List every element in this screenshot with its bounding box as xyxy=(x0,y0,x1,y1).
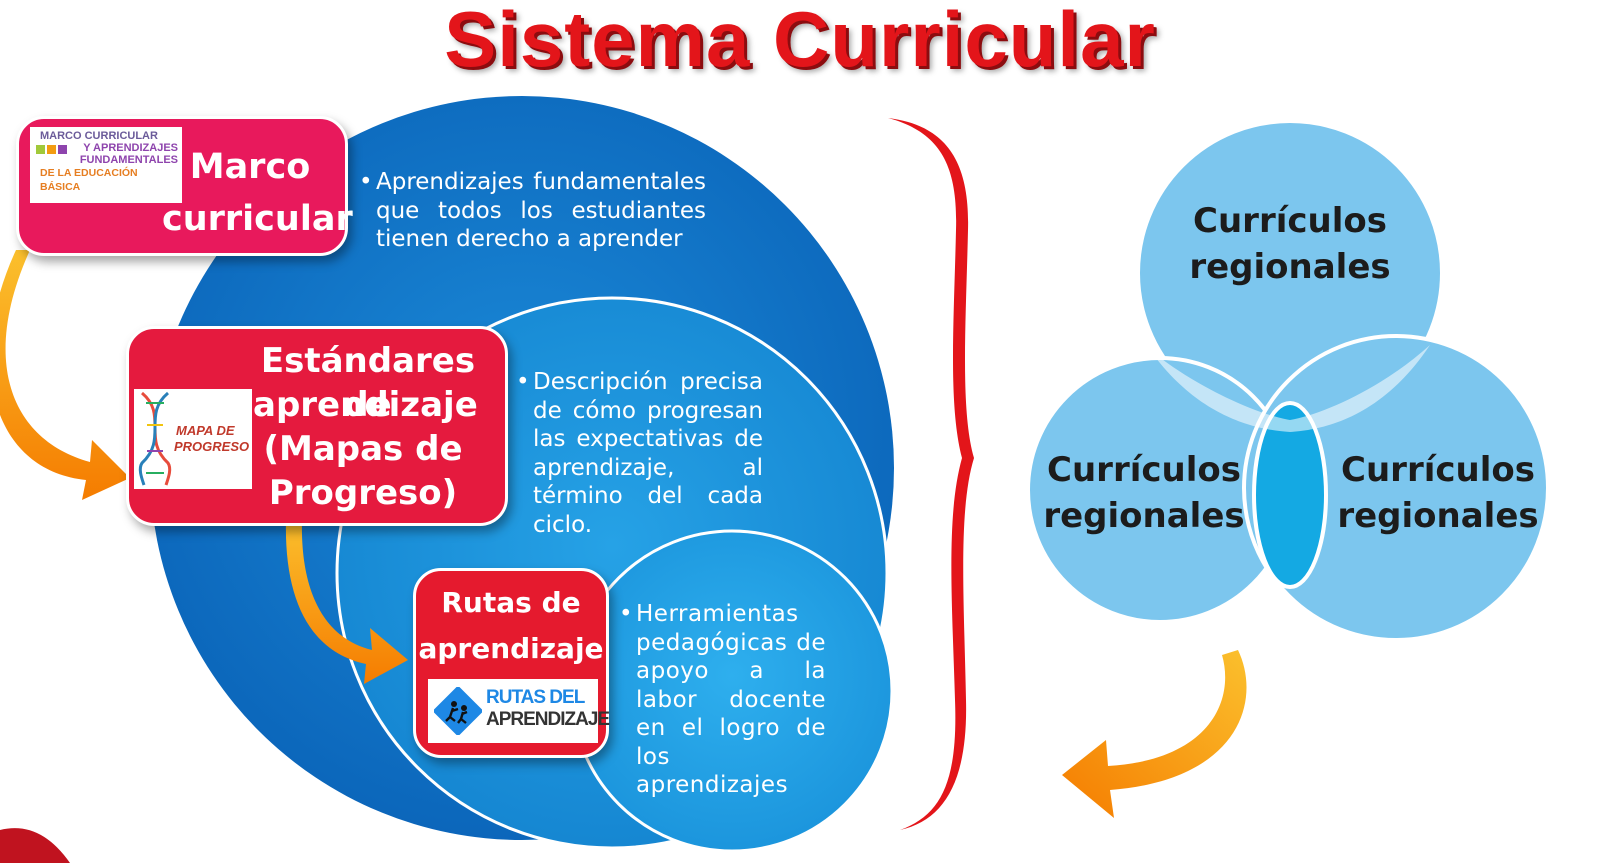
arrow-marco-to-estandares xyxy=(0,250,130,500)
logo-squares xyxy=(36,145,67,154)
logo-marco-line-3: FUNDAMENTALES xyxy=(79,154,178,166)
description-rutas: • Herramientas pedagógicas de apoyo a la… xyxy=(619,601,826,798)
label-rutas-line-2: aprendizaje xyxy=(418,632,604,665)
logo-rutas-line-2: APRENDIZAJE xyxy=(486,709,610,730)
label-estandares-line-1: Estándares de xyxy=(260,341,476,425)
venn-label-top: Currículos regionales xyxy=(1189,201,1391,287)
logo-marco-line-2: Y APRENDIZAJES xyxy=(83,142,178,154)
label-rutas-line-1: Rutas de xyxy=(441,586,581,619)
curly-brace xyxy=(888,118,974,830)
page-title: Sistema Curricular xyxy=(444,0,1156,83)
description-marco: • Aprendizajes fundamentales que todos l… xyxy=(359,169,706,252)
label-marco-line-2: curricular xyxy=(162,199,353,239)
bullet-icon: • xyxy=(516,369,530,395)
box-estandares: MAPA DE PROGRESO Estándares de aprendiza… xyxy=(126,326,508,526)
venn-overlap-top xyxy=(1150,345,1430,432)
arrow-venn-return xyxy=(1062,650,1247,818)
arrow-estandares-to-rutas xyxy=(285,520,408,684)
children-running-icon xyxy=(434,687,482,735)
label-estandares-line-4: Progreso) xyxy=(268,473,458,513)
logo-rutas-aprendizaje: RUTAS DEL APRENDIZAJE xyxy=(428,679,610,743)
logo-mapa-progreso: MAPA DE PROGRESO xyxy=(134,389,252,489)
logo-marco-curricular: MARCO CURRICULAR Y APRENDIZAJES FUNDAMEN… xyxy=(30,127,182,203)
bullet-icon: • xyxy=(619,601,634,627)
venn-label-left: Currículos regionales xyxy=(1043,450,1245,536)
logo-mapa-line-2: PROGRESO xyxy=(174,439,250,454)
bullet-icon: • xyxy=(359,169,373,195)
logo-mapa-line-1: MAPA DE xyxy=(176,423,235,438)
label-marco-line-1: Marco xyxy=(189,147,311,187)
label-estandares-line-2: aprendizaje xyxy=(253,385,478,425)
logo-marco-line-4: DE LA EDUCACIÓN BÁSICA xyxy=(40,167,138,193)
venn-label-right: Currículos regionales xyxy=(1337,450,1539,536)
label-estandares-line-3: (Mapas de xyxy=(263,429,463,469)
logo-marco-line-1: MARCO CURRICULAR xyxy=(40,130,158,142)
description-estandares: • Descripción precisa de cómo progresan … xyxy=(516,369,763,538)
corner-decoration xyxy=(0,828,70,863)
box-rutas: Rutas de aprendizaje RUTAS DEL APRENDIZA… xyxy=(413,568,610,758)
logo-rutas-line-1: RUTAS DEL xyxy=(486,687,585,708)
venn-overlap xyxy=(1252,401,1328,589)
dna-icon xyxy=(138,391,172,486)
box-marco-curricular: MARCO CURRICULAR Y APRENDIZAJES FUNDAMEN… xyxy=(16,116,353,256)
